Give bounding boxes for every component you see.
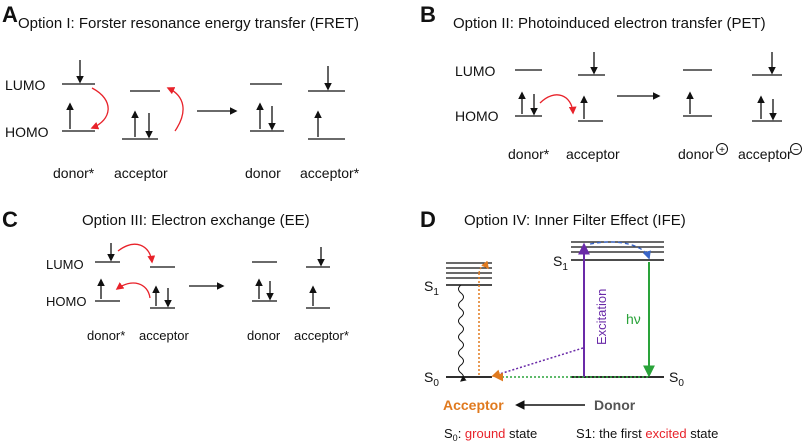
panel-b-title: Option II: Photoinduced electron transfe… bbox=[453, 15, 766, 32]
panel-b-homo-label: HOMO bbox=[455, 108, 499, 124]
panel-b-minus-charge: − bbox=[790, 143, 802, 156]
panel-d: D Option IV: Inner Filter Effect (IFE) S… bbox=[420, 207, 718, 442]
panel-a-label-acceptor-star: acceptor* bbox=[300, 165, 360, 181]
panel-c: C Option III: Electron exchange (EE) LUM… bbox=[2, 207, 349, 343]
panel-b-lumo-label: LUMO bbox=[455, 63, 496, 79]
panel-b-plus-sign: + bbox=[719, 145, 725, 156]
panel-c-label-acceptor: acceptor bbox=[139, 328, 190, 343]
panel-b-label-acceptor-anion: acceptor bbox=[738, 146, 792, 162]
panel-d-title: Option IV: Inner Filter Effect (IFE) bbox=[464, 212, 686, 229]
panel-c-donor-star-levels bbox=[95, 243, 120, 302]
panel-c-label-donor-star: donor* bbox=[87, 328, 125, 343]
panel-a-title: Option I: Forster resonance energy trans… bbox=[18, 15, 359, 32]
panel-d-acceptor-label: Acceptor bbox=[443, 397, 504, 413]
panel-d-legend-excited: S1: the first excited state bbox=[576, 426, 718, 441]
panel-a-donor-levels bbox=[250, 83, 284, 132]
panel-d-excitation-label: Excitation bbox=[594, 289, 609, 345]
panel-d-acceptor-s0-label: S0 bbox=[424, 369, 439, 389]
panel-c-lumo-label: LUMO bbox=[46, 257, 84, 272]
panel-c-letter: C bbox=[2, 207, 18, 232]
panel-a-label-donor: donor bbox=[245, 165, 281, 181]
panel-d-donor-label: Donor bbox=[594, 397, 636, 413]
panel-d-nonradiative-decay bbox=[458, 284, 467, 382]
panel-a-label-acceptor: acceptor bbox=[114, 165, 168, 181]
panel-d-letter: D bbox=[420, 207, 436, 232]
panel-b-donor-cation-levels bbox=[683, 69, 712, 117]
panel-a-acceptor-star-levels bbox=[308, 66, 345, 140]
panel-d-excitation-absorbed-arrow bbox=[491, 347, 584, 379]
panel-a-label-donor-star: donor* bbox=[53, 165, 95, 181]
panel-b-donor-star-levels bbox=[515, 69, 542, 117]
panel-a-transfer-arrow-2 bbox=[166, 87, 184, 132]
panel-a: A Option I: Forster resonance energy tra… bbox=[2, 2, 360, 181]
panel-c-acceptor-star-levels bbox=[306, 247, 330, 309]
panel-a-letter: A bbox=[2, 2, 18, 27]
panel-d-donor-relax bbox=[589, 241, 651, 260]
panel-b-minus-sign: − bbox=[793, 145, 799, 156]
panel-b: B Option II: Photoinduced electron trans… bbox=[420, 2, 802, 162]
panel-b-label-acceptor: acceptor bbox=[566, 146, 620, 162]
panel-a-transfer-arrow-1 bbox=[90, 87, 109, 130]
panel-d-donor-s1-label: S1 bbox=[553, 253, 568, 273]
panel-c-homo-label: HOMO bbox=[46, 294, 86, 309]
panel-b-label-donor: donor bbox=[678, 146, 714, 162]
panel-c-exchange-arrow-2 bbox=[115, 282, 151, 299]
panel-b-acceptor-anion-levels bbox=[752, 52, 782, 122]
panel-b-plus-charge: + bbox=[716, 143, 728, 156]
panel-a-lumo-label: LUMO bbox=[5, 77, 46, 93]
panel-d-acceptor-energy-levels bbox=[446, 262, 492, 378]
panel-d-acceptor-s1-label: S1 bbox=[424, 278, 439, 298]
panel-a-homo-label: HOMO bbox=[5, 124, 49, 140]
panel-d-acceptor-relax bbox=[478, 260, 489, 274]
panel-a-acceptor-levels bbox=[122, 90, 160, 140]
panel-a-donor-star-levels bbox=[62, 60, 95, 132]
panel-c-donor-levels bbox=[252, 261, 277, 302]
panel-d-hv-label: hν bbox=[626, 311, 641, 327]
panel-c-acceptor-levels bbox=[150, 266, 175, 309]
panel-b-acceptor-levels bbox=[578, 52, 605, 122]
panel-c-exchange-arrow-1 bbox=[117, 243, 156, 264]
panel-b-letter: B bbox=[420, 2, 436, 27]
panel-c-label-acceptor-star: acceptor* bbox=[294, 328, 349, 343]
panel-b-label-donor-star: donor* bbox=[508, 146, 550, 162]
panel-b-electron-transfer-arrow bbox=[539, 94, 577, 115]
panel-c-title: Option III: Electron exchange (EE) bbox=[82, 212, 310, 229]
panel-d-donor-s0-label: S0 bbox=[669, 369, 684, 389]
panel-c-label-donor: donor bbox=[247, 328, 281, 343]
panel-d-legend-ground: S0: ground state bbox=[444, 426, 537, 442]
